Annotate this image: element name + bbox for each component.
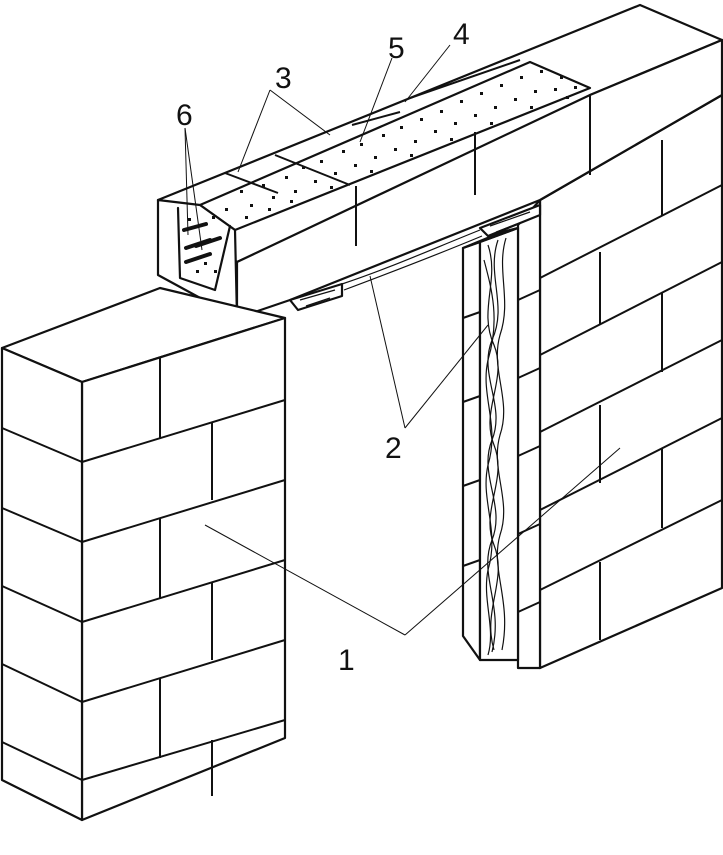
reinforcement-bars bbox=[182, 222, 222, 264]
left-wall-pier bbox=[0, 286, 287, 822]
label-1: 1 bbox=[338, 644, 355, 677]
right-pier-head-joints bbox=[599, 140, 663, 640]
frame-post-side bbox=[461, 240, 482, 662]
frame-post-front bbox=[478, 226, 520, 662]
left-pier-inner-joints bbox=[81, 399, 286, 781]
right-pier-bed-joints bbox=[539, 184, 723, 591]
frame-post bbox=[461, 226, 520, 662]
leader-lines bbox=[184, 44, 621, 636]
callout-labels: 1 2 3 4 5 6 bbox=[176, 18, 470, 677]
label-4: 4 bbox=[453, 18, 470, 51]
lintel-u-channel bbox=[176, 206, 232, 292]
label-3: 3 bbox=[275, 62, 292, 95]
lintel bbox=[156, 3, 723, 320]
left-pier-outer-joints bbox=[1, 427, 83, 781]
right-pier-inner-face bbox=[516, 198, 542, 670]
frame-post-top bbox=[461, 226, 520, 250]
label-5: 5 bbox=[388, 32, 405, 65]
concrete-dots bbox=[188, 70, 577, 273]
left-pier-outer-face bbox=[0, 346, 84, 822]
label-6: 6 bbox=[176, 99, 193, 132]
label-2: 2 bbox=[385, 432, 402, 465]
lintel-support-pads bbox=[288, 203, 542, 312]
right-pier-inner-joints bbox=[517, 289, 541, 613]
frame-sealant-fill bbox=[483, 237, 507, 656]
left-pier-head-joints bbox=[159, 358, 213, 796]
